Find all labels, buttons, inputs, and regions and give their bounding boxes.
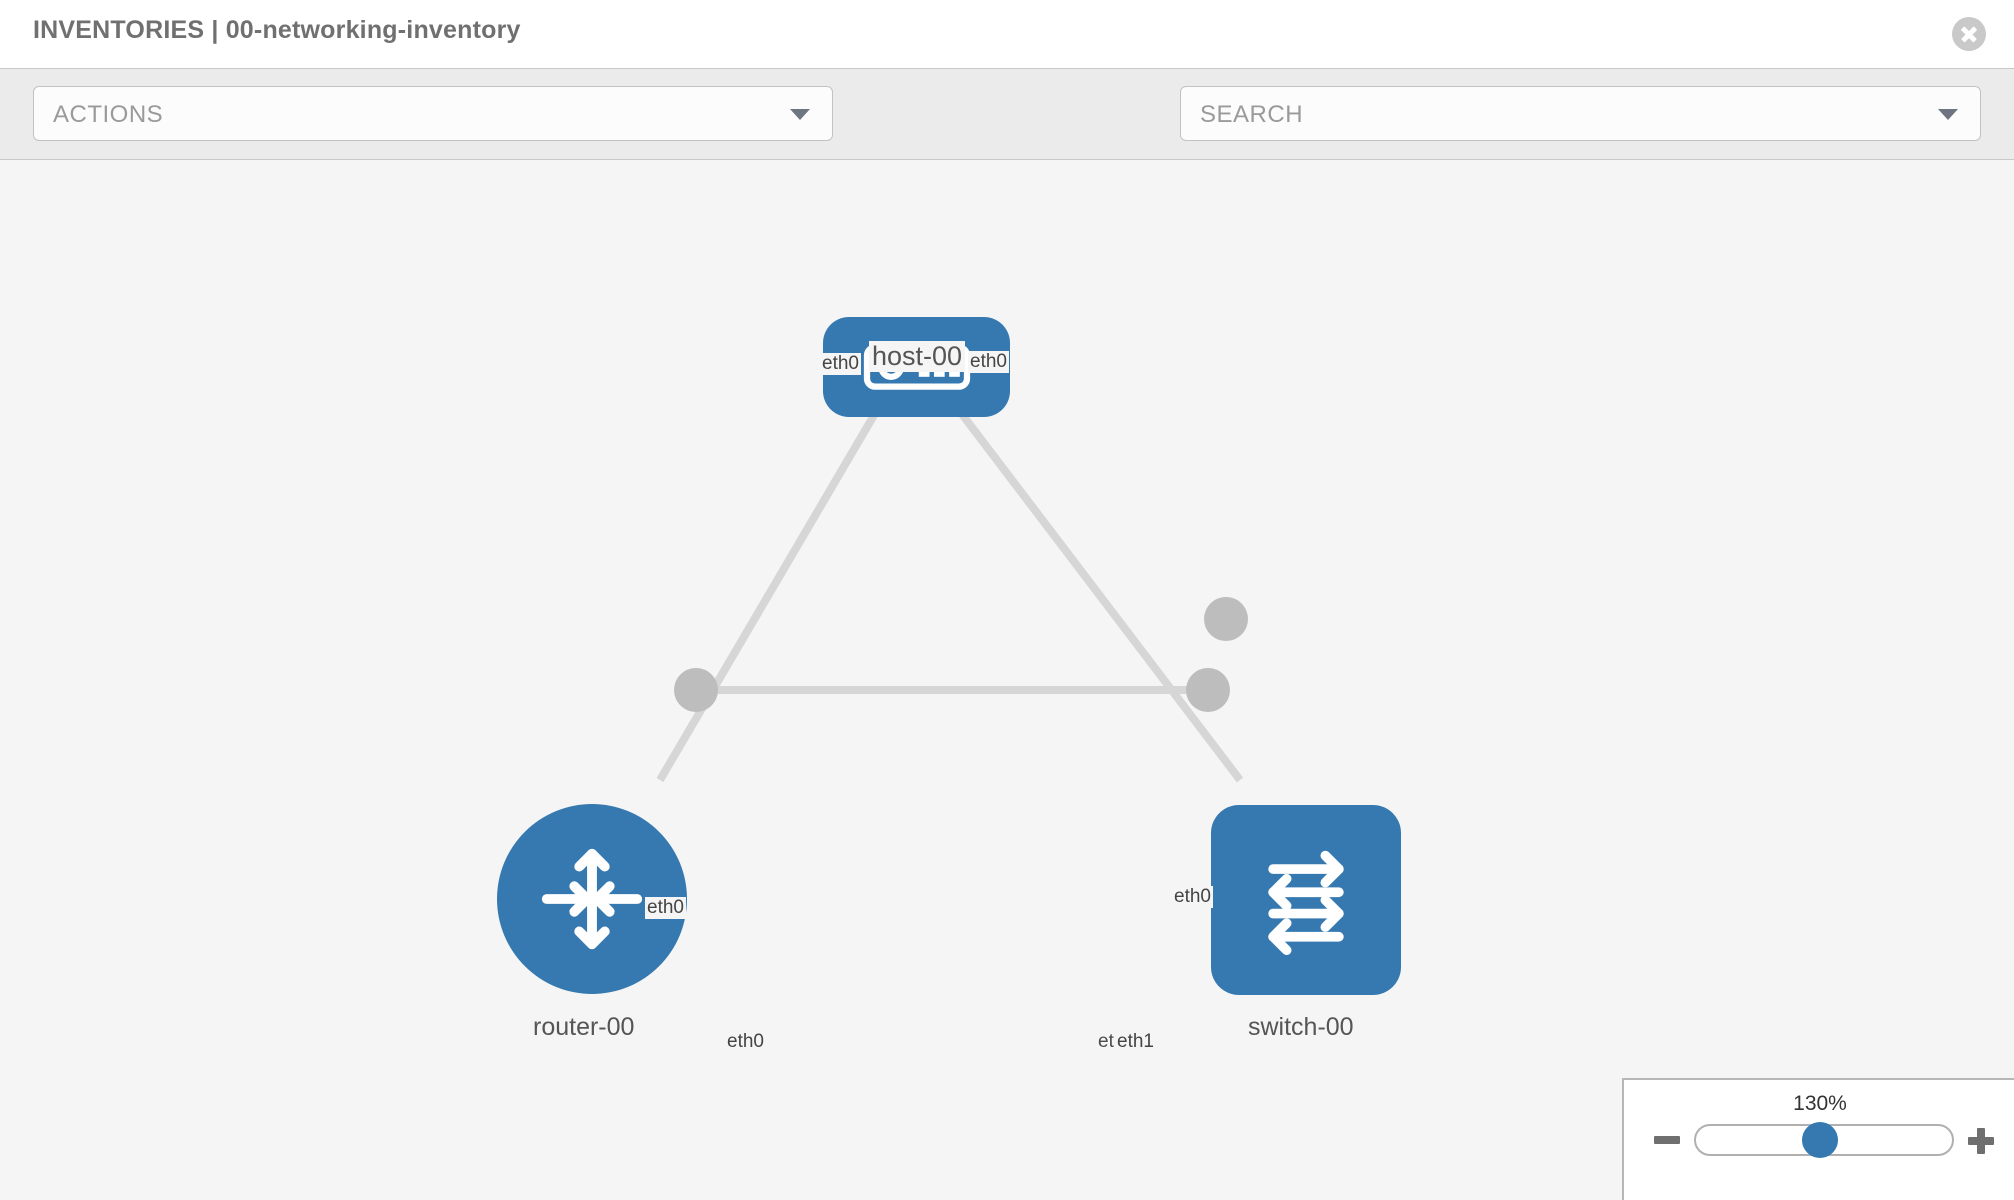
node-switch-00[interactable] <box>1211 805 1401 995</box>
link-host00-switch00[interactable] <box>951 402 1244 783</box>
zoom-control-panel: 130% <box>1622 1078 2014 1200</box>
node-label-switch-00: switch-00 <box>1245 1013 1357 1042</box>
zoom-level-label: 130% <box>1793 1092 1847 1115</box>
router-arrows-icon <box>541 848 643 950</box>
zoom-slider-handle[interactable] <box>1802 1122 1838 1158</box>
topology-canvas[interactable]: host-00 eth0 eth0 router-00 eth0 eth0 <box>0 160 2014 1200</box>
edge-label-host00-eth0-right: eth0 <box>968 351 1009 373</box>
node-label-router-00: router-00 <box>530 1013 638 1042</box>
edge-label-router00-eth0: eth0 <box>725 1031 766 1053</box>
socket-router00-eth0[interactable] <box>674 668 718 712</box>
switch-arrows-icon <box>1268 850 1344 956</box>
plus-icon-horizontal <box>1968 1137 1994 1145</box>
node-label-host-00: host-00 <box>869 341 966 372</box>
chevron-down-icon <box>790 109 810 120</box>
node-router-00[interactable] <box>497 804 687 994</box>
actions-dropdown-label: ACTIONS <box>53 101 164 128</box>
actions-dropdown[interactable]: ACTIONS <box>33 86 833 141</box>
topology-links <box>656 402 1244 783</box>
socket-switch00-eth1[interactable] <box>1186 668 1230 712</box>
edge-label-host00-eth0-left: eth0 <box>820 353 861 375</box>
page-title: INVENTORIES | 00-networking-inventory <box>33 16 521 44</box>
edge-label-switch00-eth1: eth1 <box>1115 1031 1156 1053</box>
close-icon[interactable] <box>1952 17 1986 51</box>
socket-switch00-eth0[interactable] <box>1204 597 1248 641</box>
zoom-out-button[interactable] <box>1654 1136 1680 1144</box>
link-host00-router00[interactable] <box>656 402 884 783</box>
chevron-down-icon[interactable] <box>1938 109 1958 120</box>
search-input[interactable]: SEARCH <box>1180 86 1981 141</box>
toolbar: ACTIONS SEARCH <box>0 69 2014 197</box>
edge-label-switch00-to-host00: eth0 <box>1172 886 1213 908</box>
app-header: INVENTORIES | 00-networking-inventory <box>0 0 2014 69</box>
edge-label-router00-to-host00: eth0 <box>645 897 686 919</box>
zoom-in-button[interactable] <box>1966 1126 1996 1156</box>
search-placeholder: SEARCH <box>1200 101 1304 128</box>
